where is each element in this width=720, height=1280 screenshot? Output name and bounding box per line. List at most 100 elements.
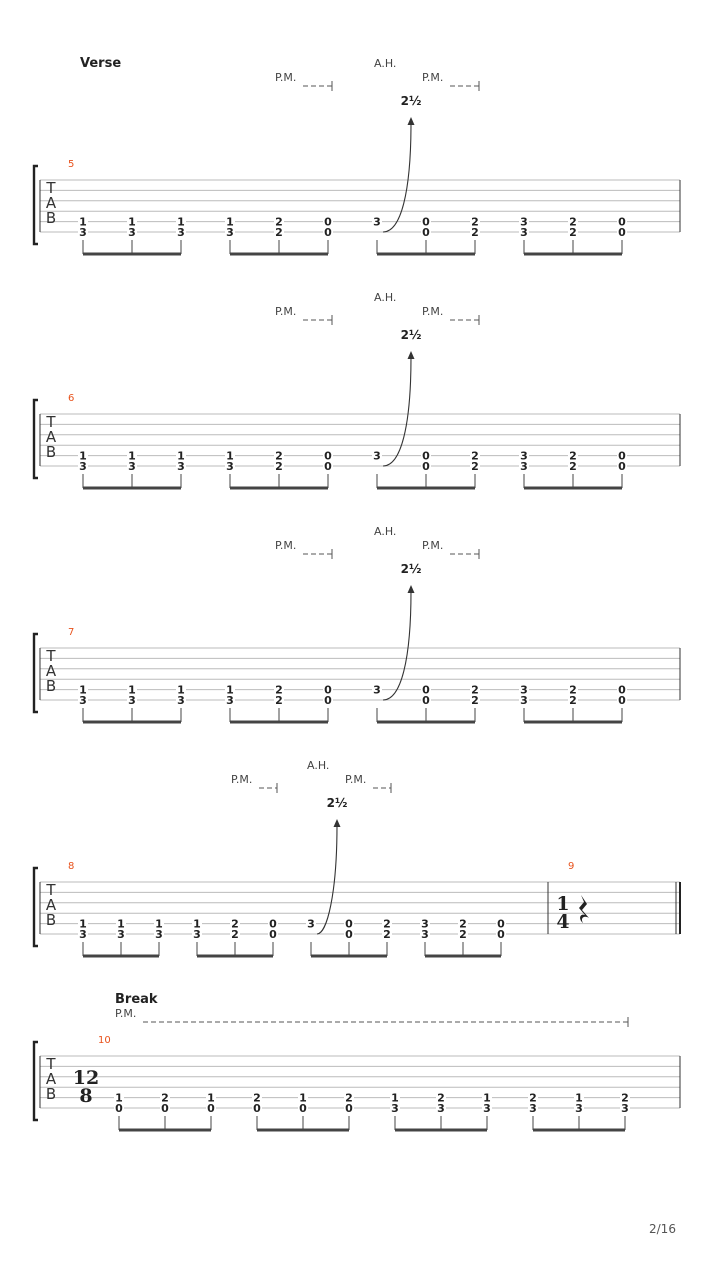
fret-number: 1 [128,684,136,697]
fret-number: 3 [128,694,136,707]
fret-number: 2 [383,918,391,931]
fret-number: 1 [177,684,185,697]
fret-mask [252,1091,262,1103]
fret-number: 0 [345,928,353,941]
bend-amount-label: 2½ [327,796,348,810]
measure-number: 10 [98,1035,111,1046]
fret-mask [323,449,333,461]
palm-mute-label: P.M. [422,71,443,84]
fret-number: 2 [471,694,479,707]
fret-mask [116,928,126,939]
fret-mask [344,1102,354,1113]
fret-number: 2 [275,684,283,697]
fret-number: 3 [520,226,528,239]
fret-mask [519,694,529,705]
fret-number: 1 [177,450,185,463]
palm-mute-label: P.M. [345,773,366,786]
fret-number: 1 [79,450,87,463]
fret-mask [458,928,468,939]
section-label: Break [115,992,158,1007]
tab-clef-letter: A [46,194,57,212]
artificial-harmonic-label: A.H. [307,759,329,772]
system-bracket [32,866,38,948]
fret-mask [176,460,186,471]
fret-mask [470,694,480,705]
fret-mask [127,226,137,237]
fret-mask [274,694,284,705]
fret-mask [528,1102,538,1113]
measure-number: 8 [68,861,74,872]
fret-mask [482,1102,492,1113]
fret-mask [116,917,126,929]
measure-number: 5 [68,159,74,170]
fret-mask [421,226,431,237]
fret-mask [323,226,333,237]
fret-number: 0 [345,918,353,931]
fret-number: 3 [128,226,136,239]
tab-clef-letter: T [45,1055,56,1073]
time-signature-bottom: 4 [556,911,569,933]
fret-number: 1 [79,918,87,931]
fret-mask [225,460,235,471]
fret-mask [496,928,506,939]
fret-mask [274,215,284,227]
fret-mask [225,215,235,227]
tab-clef-letter: B [46,911,56,929]
fret-mask [78,460,88,471]
fret-number: 3 [307,918,315,931]
fret-mask [78,683,88,695]
fret-number: 0 [618,226,626,239]
quarter-rest-icon [579,895,589,923]
fret-number: 0 [422,226,430,239]
bend-amount-label: 2½ [401,94,422,108]
fret-mask [127,215,137,227]
fret-mask [372,683,382,695]
fret-number: 0 [324,694,332,707]
fret-mask [298,1102,308,1113]
fret-mask [176,215,186,227]
measure-number: 7 [68,627,74,638]
fret-mask [617,215,627,227]
fret-number: 0 [497,918,505,931]
fret-mask [127,449,137,461]
fret-number: 1 [226,450,234,463]
fret-number: 0 [207,1102,215,1115]
fret-number: 1 [79,684,87,697]
fret-number: 3 [373,216,381,229]
fret-number: 0 [618,216,626,229]
fret-number: 3 [520,460,528,473]
tab-clef-letter: T [45,647,56,665]
fret-number: 1 [391,1092,399,1105]
fret-number: 3 [529,1102,537,1115]
bend-amount-label: 2½ [401,562,422,576]
fret-number: 2 [275,216,283,229]
fret-number: 0 [345,1102,353,1115]
fret-number: 0 [253,1102,261,1115]
fret-number: 3 [79,226,87,239]
fret-mask [617,226,627,237]
fret-mask [421,449,431,461]
tab-clef-letter: B [46,209,56,227]
fret-mask [268,928,278,939]
fret-number: 3 [177,226,185,239]
time-signature-top: 1 [556,893,569,915]
fret-number: 1 [117,918,125,931]
fret-number: 3 [621,1102,629,1115]
fret-mask [470,449,480,461]
fret-number: 1 [155,918,163,931]
fret-number: 1 [128,450,136,463]
fret-number: 1 [177,216,185,229]
fret-number: 0 [618,450,626,463]
fret-number: 2 [275,450,283,463]
fret-number: 3 [155,928,163,941]
fret-mask [420,928,430,939]
fret-mask [382,917,392,929]
fret-mask [114,1102,124,1113]
fret-number: 3 [226,226,234,239]
fret-mask [620,1091,630,1103]
fret-number: 2 [459,918,467,931]
